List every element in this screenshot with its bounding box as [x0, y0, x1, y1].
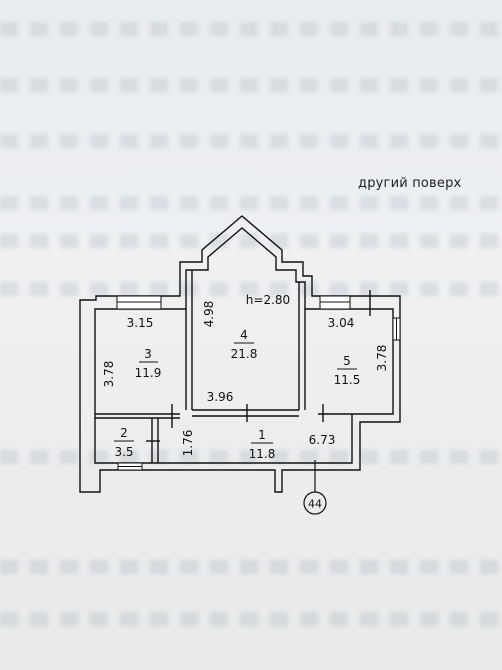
- dimension-labels: h=2.80 3.15 3.78 4.98 3.96 3.04 3.78 1.7…: [102, 293, 389, 456]
- room-4-height: 4.98: [202, 301, 216, 328]
- room-4-width: 3.96: [207, 390, 234, 404]
- room-5-area: 11.5: [334, 373, 361, 387]
- background-text-line: [0, 450, 502, 464]
- hallway-width: 1.76: [181, 430, 195, 457]
- room-5-height: 3.78: [375, 345, 389, 372]
- background-text-line: [0, 78, 502, 92]
- room-3-area: 11.9: [135, 366, 162, 380]
- windows: [116, 295, 401, 471]
- background-text-line: [0, 560, 502, 574]
- walls: [79, 215, 401, 493]
- floor-caption: другий поверх: [358, 176, 462, 191]
- room-5-width: 3.04: [328, 316, 355, 330]
- inner-wall: [94, 227, 394, 464]
- ceiling-height: h=2.80: [246, 293, 290, 307]
- room-labels: 3 11.9 4 21.8 5 11.5 2 3.5 1 11.8: [114, 328, 360, 461]
- room-1-number: 1: [258, 428, 266, 442]
- background-text-line: [0, 234, 502, 248]
- room-2-number: 2: [120, 426, 128, 440]
- room-3-height: 3.78: [102, 361, 116, 388]
- room-2-area: 3.5: [114, 445, 133, 459]
- axis-marker-label: 44: [308, 498, 322, 511]
- background-text-line: [0, 282, 502, 296]
- background-text-line: [0, 134, 502, 148]
- outer-wall: [79, 215, 401, 493]
- hallway-length: 6.73: [309, 433, 336, 447]
- background-text-line: [0, 612, 502, 626]
- room-5-number: 5: [343, 354, 351, 368]
- room-4-number: 4: [240, 328, 248, 342]
- room-4-area: 21.8: [231, 347, 258, 361]
- door-ticks: [146, 290, 371, 442]
- background-text-line: [0, 196, 502, 210]
- background-text-line: [0, 22, 502, 36]
- room-3-number: 3: [144, 347, 152, 361]
- room-3-width: 3.15: [127, 316, 154, 330]
- room-1-area: 11.8: [249, 447, 276, 461]
- axis-marker-circle: [303, 491, 327, 515]
